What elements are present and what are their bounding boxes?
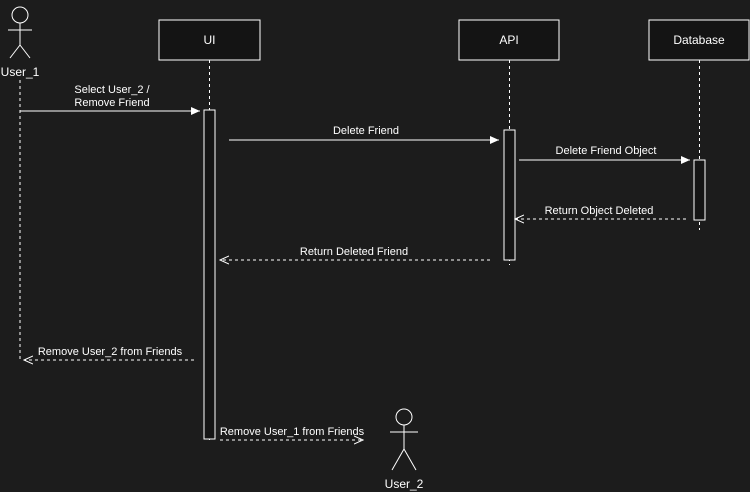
message-return-object-deleted: Return Object Deleted [515,205,686,219]
actor-user-1: User_1 [1,6,40,79]
actor-leg-right [19,44,31,59]
participant-api: API [458,19,560,61]
message-label-line-2: Remove Friend [74,97,149,109]
message-delete-friend-object: Delete Friend Object [519,145,690,164]
message-remove-user-2: Remove User_2 from Friends [24,346,194,360]
actor-head [395,408,413,426]
participant-database-box [648,19,750,61]
participant-api-box [458,19,560,61]
message-label-line-1: Select User_2 / [74,84,150,96]
message-label: Return Object Deleted [545,205,654,217]
actor-leg-left [391,448,405,471]
activation-ui [203,109,216,440]
message-label: Delete Friend [333,125,399,137]
message-remove-user-1: Remove User_1 from Friends [220,426,365,440]
participant-ui-label: UI [204,33,216,47]
participant-api-label: API [499,33,518,47]
message-label: Remove User_1 from Friends [220,426,365,438]
activation-database [693,159,706,221]
message-label: Delete Friend Object [556,145,657,157]
actor-head [11,6,29,24]
message-label: Return Deleted Friend [300,246,408,258]
actor-user-1-label: User_1 [1,65,40,79]
message-label: Remove User_2 from Friends [38,346,183,358]
actor-user-2-label: User_2 [385,477,424,491]
participant-database-label: Database [673,33,725,47]
message-delete-friend: Delete Friend [229,125,499,144]
actor-leg-left [9,44,21,59]
participant-ui-box [158,19,261,61]
actor-user-2: User_2 [385,408,424,491]
message-select-user-2: Select User_2 / Remove Friend [20,84,200,115]
participant-database: Database [648,19,750,61]
participant-ui: UI [158,19,261,61]
message-return-deleted-friend: Return Deleted Friend [220,246,490,260]
actor-leg-right [403,448,417,471]
activation-api [503,129,516,261]
